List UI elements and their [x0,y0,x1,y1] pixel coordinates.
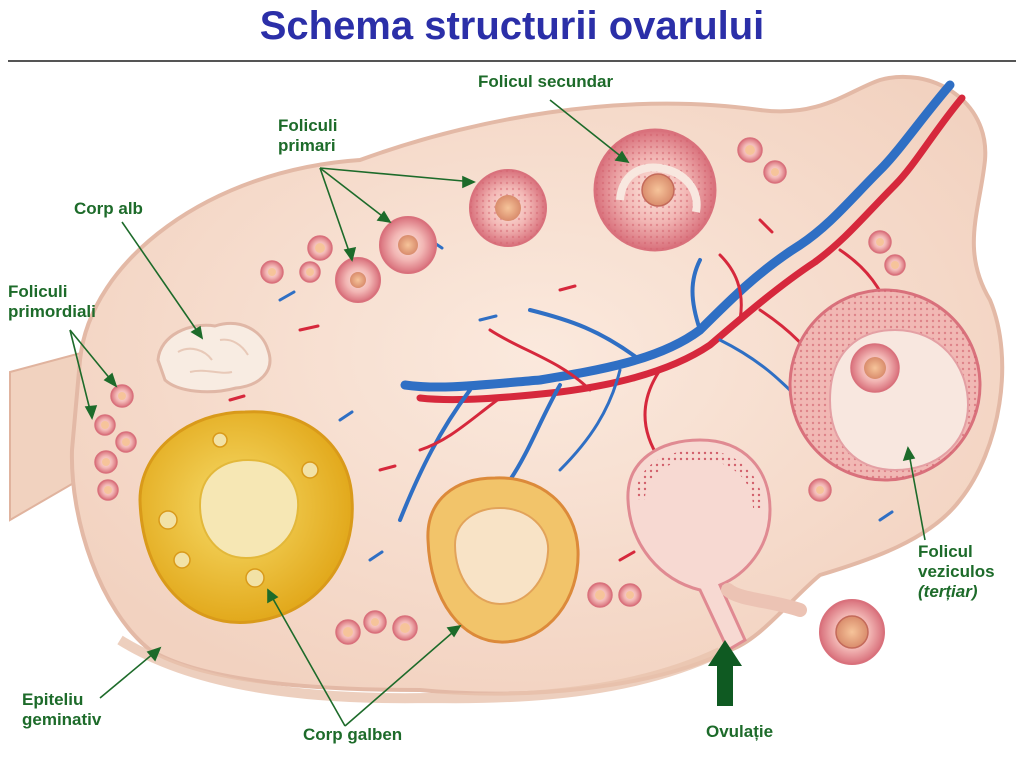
small-follicles [260,137,906,645]
label-folicul-secundar: Folicul secundar [478,72,614,91]
vein-branch-4 [398,388,472,522]
small-follicle [808,478,832,502]
ruptured-follicle [626,438,807,653]
small-follicle [618,583,642,607]
leader-lines [69,99,926,727]
label-corp-alb: Corp alb [74,199,143,218]
label-folicul-veziculos: Folicul veziculos (terțiar) [918,542,995,601]
primary-follicle [335,257,381,303]
small-follicle [335,619,361,645]
small-follicle [763,160,787,184]
label-foliculi-primari: Foliculi primari [278,116,338,155]
primordial-follicle [94,414,116,436]
small-follicle [868,230,892,254]
primordial-follicles [94,384,137,501]
artery-main [416,94,966,404]
label-ovulatie: Ovulație [706,722,774,741]
small-follicle [884,254,906,276]
germinal-epithelium [117,635,723,704]
released-oocyte [819,599,885,665]
artery-branch-3 [488,328,592,392]
artery-branch-1 [718,253,743,322]
vein-branch-3 [508,383,562,482]
vein-branch-2 [528,308,642,362]
vesicular-follicle [788,288,982,482]
artery-branch-4 [418,396,502,452]
vein-main [400,80,955,392]
small-follicle [587,582,613,608]
primary-follicles [335,169,547,303]
label-epiteliu-geminativ: Epiteliu geminativ [22,690,102,729]
small-follicle [737,137,763,163]
vein-branch-5 [558,368,622,472]
primordial-follicle [94,450,118,474]
small-follicle [307,235,333,261]
vein-branch-1 [690,258,702,332]
small-follicle [299,261,321,283]
label-corp-galben: Corp galben [303,725,403,744]
small-follicle [260,260,284,284]
primordial-follicle [115,431,137,453]
label-foliculi-primordiali: Foliculi primordiali [8,282,96,321]
diagram-title: Schema structurii ovarului [259,4,765,48]
small-follicle [392,615,418,641]
secondary-follicle [593,128,717,252]
corpus-albicans [156,322,272,394]
ovulation-arrow [708,640,742,706]
primordial-follicle [110,384,134,408]
corpus-luteum-small [426,476,580,644]
small-follicle [363,610,387,634]
title-divider [8,60,1016,62]
primordial-follicle [97,479,119,501]
primary-follicle [469,169,547,247]
corpus-luteum-large [138,410,354,624]
primary-follicle [379,216,437,274]
